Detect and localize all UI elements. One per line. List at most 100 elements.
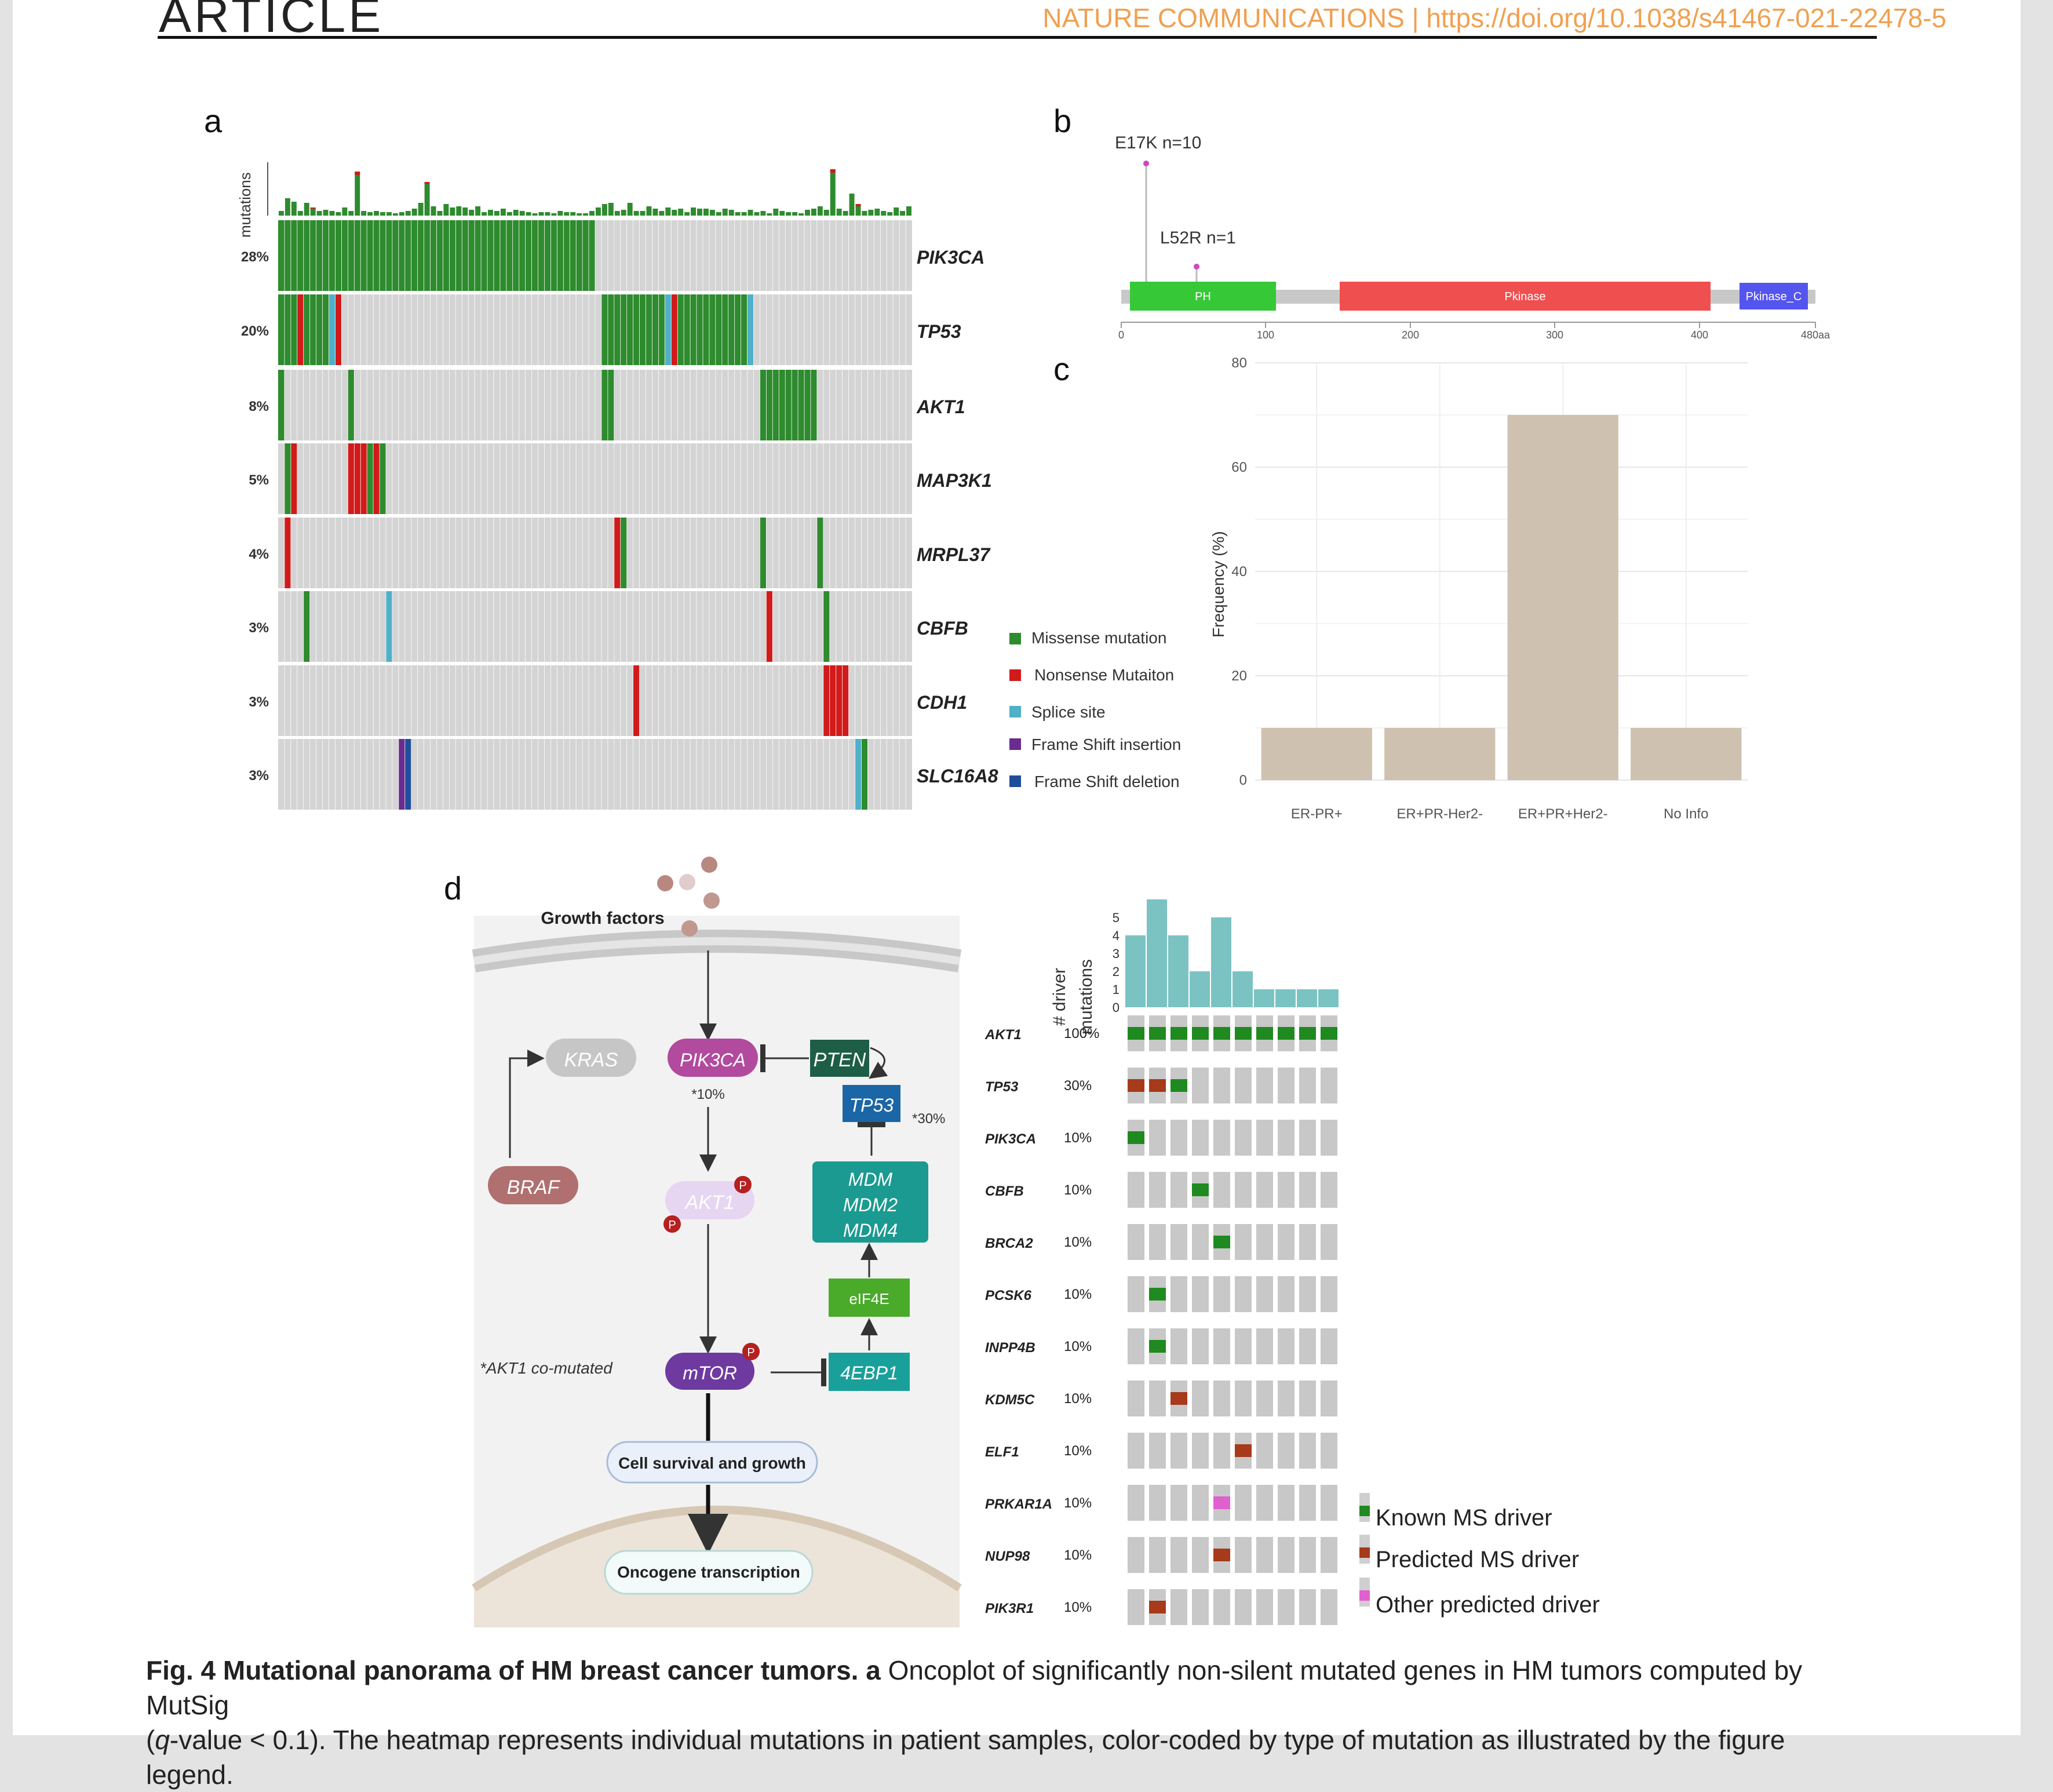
tmb-bar bbox=[633, 211, 639, 216]
tmb-bar bbox=[855, 204, 861, 216]
d-cell bbox=[1213, 1433, 1230, 1469]
c-xtick: ER+PR-Her2- bbox=[1396, 806, 1483, 822]
tmb-bar-nonsense bbox=[830, 169, 836, 173]
tmb-bar bbox=[684, 212, 690, 216]
oncoplot-mutation bbox=[677, 294, 747, 365]
d-cell bbox=[1149, 1120, 1166, 1156]
domain-pkinase-c bbox=[1740, 283, 1808, 309]
legend-other-pred-swatch bbox=[1359, 1590, 1370, 1601]
panel-a-legend: Missense mutation Nonsense Mutaiton Spli… bbox=[1009, 629, 1181, 791]
d-cell bbox=[1235, 1120, 1252, 1156]
d-cell bbox=[1299, 1068, 1316, 1103]
oncoplot-mutation bbox=[335, 294, 342, 365]
d-cell bbox=[1321, 1537, 1337, 1573]
oncoplot-mutation bbox=[816, 518, 823, 588]
tmb-bar-nonsense bbox=[310, 207, 316, 209]
tmb-bar bbox=[811, 209, 816, 216]
tmb-bar bbox=[316, 211, 322, 216]
tmb-bar bbox=[646, 206, 652, 216]
d-cell bbox=[1278, 1068, 1294, 1103]
tmb-bar bbox=[456, 206, 462, 216]
oncoplot-mutation bbox=[760, 370, 817, 440]
legend-predicted-ms: Predicted MS driver bbox=[1376, 1547, 1579, 1572]
journal-doi-link[interactable]: NATURE COMMUNICATIONS | https://doi.org/… bbox=[1042, 3, 1946, 33]
panel-c-xticks: ER-PR+ER+PR-Her2-ER+PR+Her2-No Info bbox=[1291, 806, 1709, 822]
oncoplot-mutation bbox=[766, 591, 773, 662]
section-header: ARTICLE bbox=[159, 0, 384, 42]
d-cell bbox=[1213, 1381, 1230, 1416]
tmb-bar bbox=[596, 207, 601, 216]
d-driver-bar bbox=[1190, 971, 1210, 1007]
node-oncogene-label: Oncogene transcription bbox=[617, 1563, 800, 1581]
tmb-bar bbox=[887, 212, 893, 216]
caption-title: Fig. 4 Mutational panorama of HM breast … bbox=[146, 1655, 859, 1685]
tmb-bar bbox=[640, 211, 646, 216]
node-akt1-label: AKT1 bbox=[684, 1192, 734, 1214]
node-mdm-label-3: MDM4 bbox=[843, 1220, 898, 1241]
oncoplot-gene-label: PIK3CA bbox=[917, 247, 984, 268]
tmb-bar bbox=[672, 210, 677, 216]
d-cell bbox=[1213, 1068, 1230, 1103]
d-cell bbox=[1170, 1224, 1187, 1260]
tmb-bar bbox=[482, 212, 487, 216]
tmb-bar bbox=[868, 210, 874, 216]
d-cell bbox=[1192, 1589, 1209, 1625]
oncoplot-mutation bbox=[348, 370, 355, 440]
d-gene-label: PIK3R1 bbox=[985, 1601, 1034, 1616]
d-cell bbox=[1321, 1172, 1337, 1208]
d-cell bbox=[1278, 1120, 1294, 1156]
tmb-bar bbox=[291, 202, 297, 216]
domain-pkinase-c-label: Pkinase_C bbox=[1746, 290, 1802, 303]
d-cell bbox=[1213, 1120, 1230, 1156]
node-pik3ca-label: PIK3CA bbox=[680, 1050, 746, 1070]
tmb-bar bbox=[836, 209, 842, 216]
figure-4: a b c d mutations 28%PIK3CA20%TP538%AKT1… bbox=[204, 103, 1830, 1627]
d-cell bbox=[1235, 1068, 1252, 1103]
tmb-bar bbox=[564, 212, 570, 216]
oncoplot-row-pct: 3% bbox=[249, 620, 269, 636]
node-survival bbox=[606, 1441, 818, 1484]
node-mdm bbox=[812, 1161, 928, 1243]
tmb-bar bbox=[405, 211, 411, 216]
d-driver-mark bbox=[1192, 1027, 1209, 1040]
panel-a-ylabel: mutations bbox=[236, 172, 254, 238]
d-gene-pct: 10% bbox=[1064, 1234, 1092, 1250]
d-gene-label: INPP4B bbox=[985, 1340, 1035, 1356]
d-gene-label: TP53 bbox=[985, 1079, 1019, 1095]
d-driver-mark bbox=[1213, 1027, 1230, 1040]
tmb-bar bbox=[906, 206, 911, 216]
oncoplot-mutation bbox=[284, 443, 291, 514]
d-gene-pct: 10% bbox=[1064, 1182, 1092, 1198]
oncoplot-mutation bbox=[398, 739, 405, 810]
d-ytick: 1 bbox=[1113, 982, 1120, 997]
tmb-bar bbox=[469, 210, 475, 216]
oncoplot-gene-label: MRPL37 bbox=[917, 544, 991, 565]
d-gene-label: KDM5C bbox=[985, 1392, 1035, 1408]
d-cell bbox=[1278, 1589, 1294, 1625]
oncoplot-mutation bbox=[614, 518, 621, 588]
d-driver-mark bbox=[1128, 1131, 1144, 1144]
d-cell bbox=[1235, 1381, 1252, 1416]
tmb-bar bbox=[754, 212, 760, 216]
oncoplot-mutation bbox=[861, 739, 868, 810]
d-driver-mark bbox=[1149, 1601, 1166, 1613]
d-gene-label: AKT1 bbox=[984, 1027, 1022, 1043]
tmb-bar bbox=[577, 213, 582, 216]
oncoplot-row-pct: 5% bbox=[249, 472, 269, 488]
c-xtick: ER-PR+ bbox=[1291, 806, 1343, 822]
panel-c-ylabel: Frequency (%) bbox=[1209, 531, 1227, 638]
d-cell bbox=[1256, 1224, 1273, 1260]
d-gene-pct: 10% bbox=[1064, 1339, 1092, 1354]
tmb-bar bbox=[709, 210, 715, 216]
d-cell bbox=[1299, 1433, 1316, 1469]
tmb-bar bbox=[310, 207, 316, 216]
panel-d-ylabel-1: # driver bbox=[1050, 968, 1069, 1026]
node-pten bbox=[810, 1040, 869, 1077]
panel-c-bars bbox=[1261, 415, 1742, 780]
growth-factor-dot-4 bbox=[703, 893, 720, 909]
d-driver-mark bbox=[1170, 1079, 1187, 1092]
oncoplot-mutation bbox=[290, 443, 297, 514]
tmb-bar bbox=[779, 211, 785, 216]
